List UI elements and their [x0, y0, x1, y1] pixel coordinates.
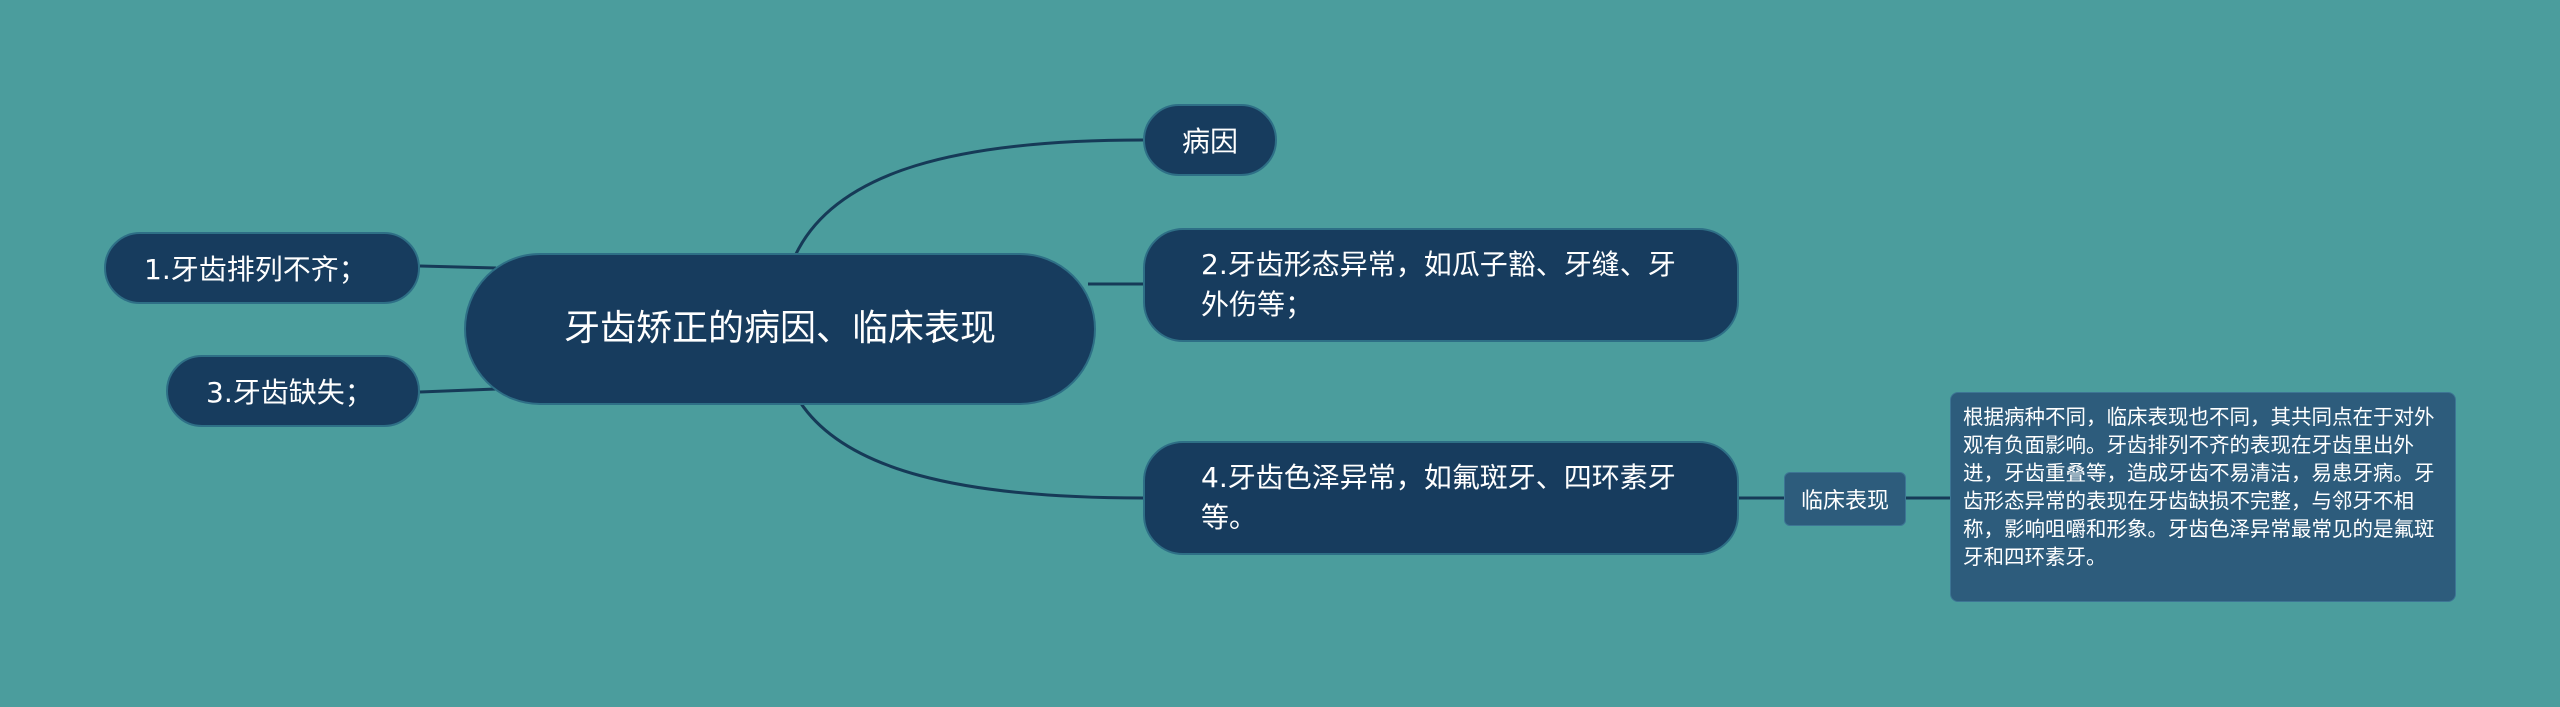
central-topic-label: 牙齿矫正的病因、临床表现 — [563, 308, 996, 349]
node-clinical-label: 临床表现 — [1800, 489, 1889, 514]
link-center-item4 — [798, 401, 1144, 500]
node-item-4-label: 4.牙齿色泽异常，如氟斑牙、四环素牙等。 — [1201, 461, 1676, 534]
node-item-2[interactable]: 2.牙齿形态异常，如瓜子豁、牙缝、牙外伤等； — [1143, 228, 1739, 342]
node-item-1[interactable]: 1.牙齿排列不齐； — [104, 232, 420, 304]
node-cause-label: 病因 — [1181, 125, 1238, 158]
central-topic[interactable]: 牙齿矫正的病因、临床表现 — [464, 253, 1096, 405]
node-item-3[interactable]: 3.牙齿缺失； — [166, 355, 420, 427]
node-cause[interactable]: 病因 — [1143, 104, 1277, 176]
node-item-1-label: 1.牙齿排列不齐； — [144, 253, 367, 286]
node-item-4[interactable]: 4.牙齿色泽异常，如氟斑牙、四环素牙等。 — [1143, 441, 1739, 555]
node-item-3-label: 3.牙齿缺失； — [206, 376, 373, 409]
link-center-item3 — [419, 387, 497, 394]
link-center-cause — [793, 138, 1144, 257]
link-center-item1 — [419, 264, 497, 270]
node-clinical[interactable]: 临床表现 — [1784, 472, 1906, 526]
node-clinical-detail-text: 根据病种不同，临床表现也不同，其共同点在于对外观有负面影响。牙齿排列不齐的表现在… — [1963, 405, 2435, 569]
node-item-2-label: 2.牙齿形态异常，如瓜子豁、牙缝、牙外伤等； — [1201, 248, 1676, 321]
node-clinical-detail[interactable]: 根据病种不同，临床表现也不同，其共同点在于对外观有负面影响。牙齿排列不齐的表现在… — [1950, 392, 2456, 602]
